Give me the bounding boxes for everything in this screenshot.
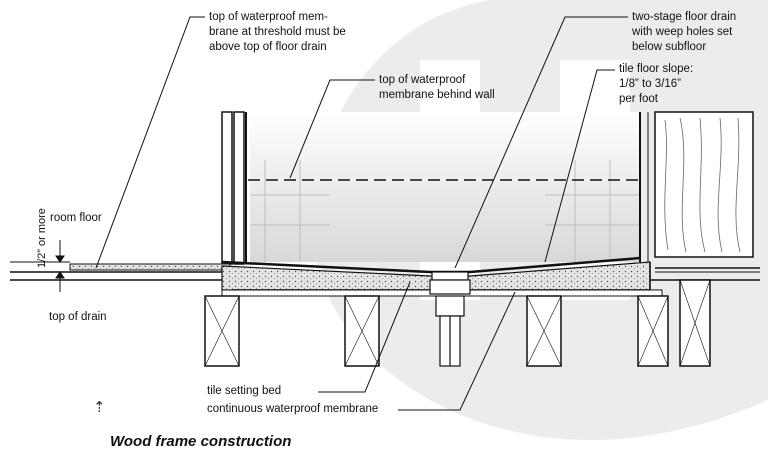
label-top-of-drain: top of drain (49, 311, 107, 323)
label-line: with weep holes set (632, 26, 733, 38)
half-inch-dimension (55, 240, 65, 292)
label-threshold-membrane: top of waterproof mem- brane at threshol… (209, 10, 346, 55)
label-line: above top of floor drain (209, 41, 327, 53)
label-line: below subfloor (632, 41, 707, 53)
figure-caption: Wood frame construction (110, 433, 292, 450)
shower-wall-shading (250, 112, 640, 262)
label-line: tile floor slope: (619, 63, 694, 75)
label-floor-drain: two-stage floor drain with weep holes se… (632, 10, 736, 55)
label-line: two-stage floor drain (632, 11, 737, 23)
right-wall (639, 111, 754, 262)
label-line: top of waterproof mem- (209, 11, 328, 23)
label-setting-bed: tile setting bed (207, 385, 282, 397)
label-line: brane at threshold must be (209, 26, 346, 38)
label-continuous-membrane: continuous waterproof membrane (207, 403, 379, 415)
label-line: 1/8” to 3/16” (619, 78, 682, 90)
label-membrane-behind-wall: top of waterproof membrane behind wall (379, 73, 495, 103)
label-line: membrane behind wall (379, 89, 495, 101)
label-floor-slope: tile floor slope: 1/8” to 3/16” per foot (619, 62, 693, 107)
label-line: per foot (619, 93, 658, 105)
floor-drain (429, 271, 471, 367)
left-wall (221, 111, 247, 265)
label-line: top of waterproof (379, 74, 466, 86)
dotted-up-arrow-icon: ⇡ (93, 398, 106, 416)
label-room-floor: room floor (50, 212, 102, 224)
floor-joists (204, 279, 711, 367)
leader-lines (95, 16, 628, 411)
wall-tile-grid (250, 160, 640, 262)
label-half-inch: 1/2” or more (36, 208, 48, 268)
